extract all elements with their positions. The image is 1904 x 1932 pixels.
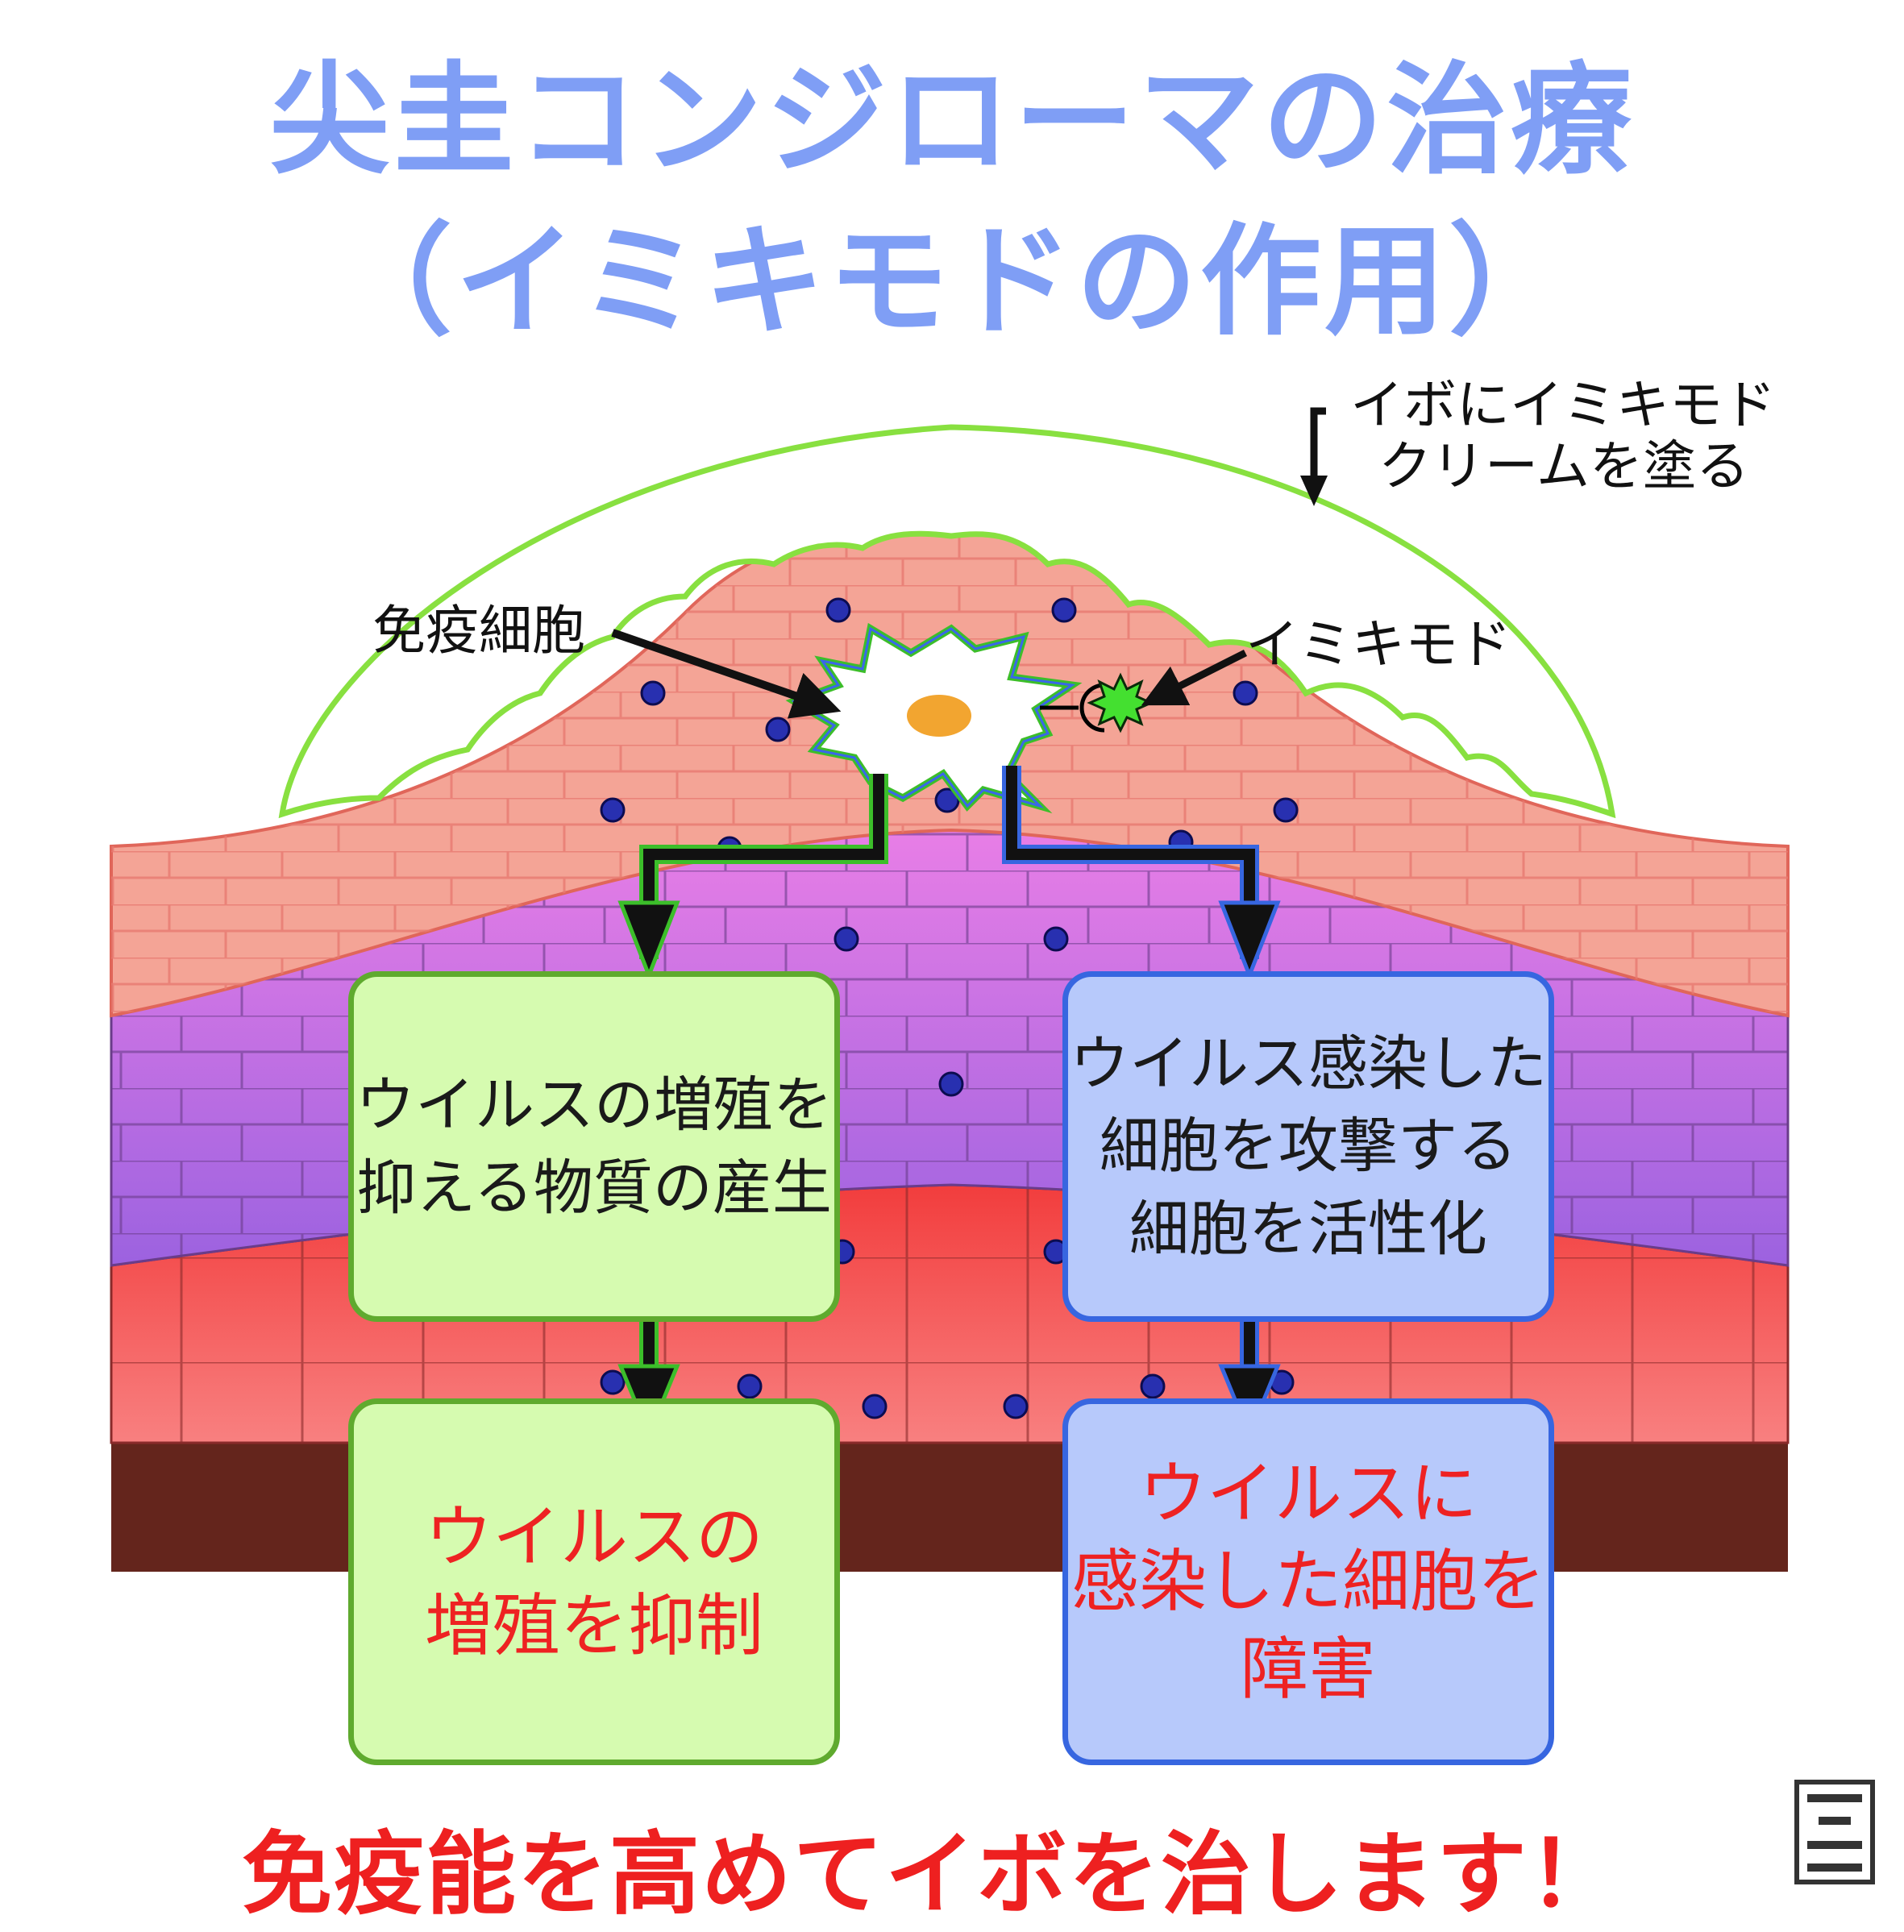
box-line: 感染した細胞を (1070, 1541, 1545, 1621)
green-flow-arrow (617, 774, 888, 1440)
apply-cream-label-1: イボにイミキモド (1350, 374, 1776, 436)
cell-nuclei (600, 597, 1299, 1419)
arrow-to-imiquimod (1141, 649, 1248, 706)
imiquimod-molecule-icon (1087, 672, 1154, 733)
box-activate-killer-cells: ウイルス感染した 細胞を攻撃する 細胞を活性化 (1062, 971, 1554, 1322)
imiquimod-label: イミキモド (1245, 613, 1511, 675)
arrow-to-immune-cell (611, 629, 842, 719)
box-line: 障害 (1240, 1630, 1376, 1710)
box-line: 細胞を活性化 (1129, 1194, 1487, 1264)
box-line: ウイルス感染した (1070, 1029, 1547, 1099)
title-line-1: 尖圭コンジローマの治療 (268, 51, 1635, 191)
box-line: 細胞を攻撃する (1100, 1111, 1517, 1182)
box-line: ウイルスに (1138, 1453, 1478, 1533)
box-damage-infected-cells: ウイルスに 感染した細胞を 障害 (1062, 1398, 1554, 1765)
title-line-2: （イミキモドの作用） (330, 212, 1573, 352)
box-suppress-viral-growth: ウイルスの 増殖を抑制 (348, 1398, 840, 1765)
immune-cell-label: 免疫細胞 (372, 600, 585, 662)
apply-cream-label-2: クリームを塗る (1378, 435, 1750, 497)
receptor-icon (1040, 683, 1105, 733)
box-line: 抑える物質の産生 (356, 1153, 832, 1223)
box-line: 増殖を抑制 (424, 1585, 763, 1665)
arrow-down-icon (1300, 407, 1328, 506)
conclusion-text: 免疫能を高めてイボを治します！ (242, 1822, 1620, 1927)
logo-icon (1794, 1780, 1875, 1884)
imiquimod-cream (278, 424, 1616, 819)
box-line: ウイルスの増殖を (355, 1070, 833, 1141)
box-antiviral-production: ウイルスの増殖を 抑える物質の産生 (348, 971, 840, 1322)
box-line: ウイルスの (424, 1498, 763, 1577)
